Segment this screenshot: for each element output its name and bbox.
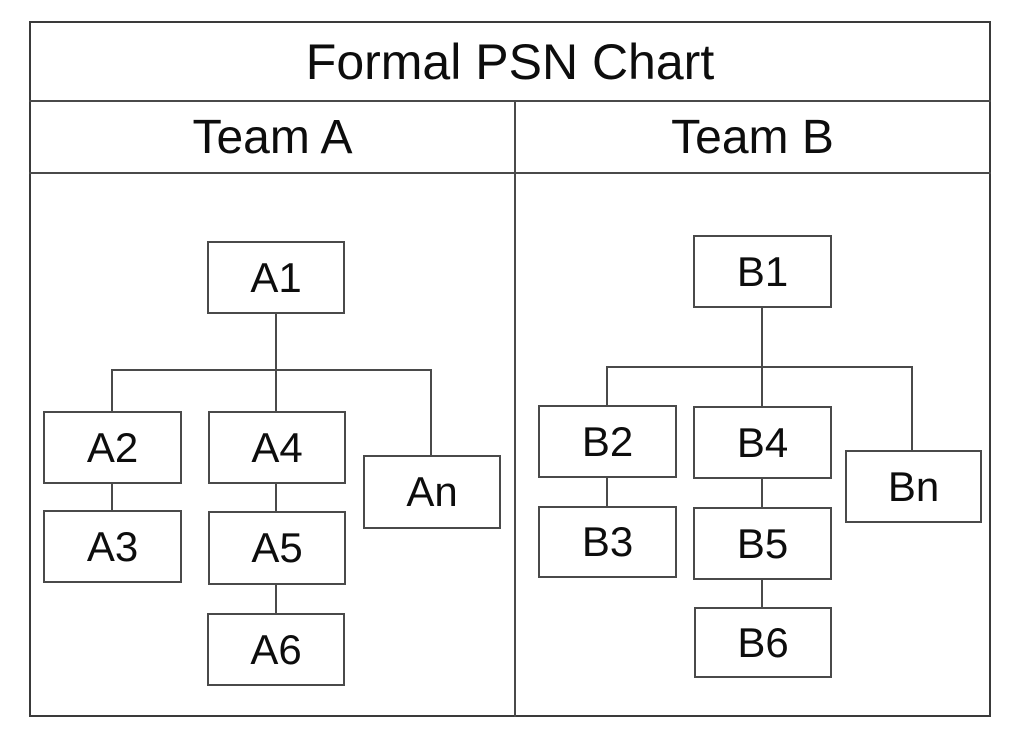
node-box-b3: B3 xyxy=(538,506,677,578)
connector-b-drop-to-b2 xyxy=(606,366,608,406)
node-box-a2: A2 xyxy=(43,411,182,484)
node-box-an: An xyxy=(363,455,501,529)
chart-title: Formal PSN Chart xyxy=(305,33,715,90)
node-box-a6: A6 xyxy=(207,613,345,686)
node-box-b5: B5 xyxy=(693,507,832,580)
node-box-a3: A3 xyxy=(43,510,182,583)
node-box-b4: B4 xyxy=(693,406,832,479)
node-box-a1: A1 xyxy=(207,241,345,314)
connector-a-drop-to-a2 xyxy=(111,369,113,412)
connector-b1-stem xyxy=(761,306,763,406)
title-row-divider xyxy=(29,100,991,102)
connector-a5-a6 xyxy=(275,584,277,614)
connector-b5-b6 xyxy=(761,579,763,608)
node-box-a5: A5 xyxy=(208,511,346,585)
header-row-divider xyxy=(29,172,991,174)
connector-a4-a5 xyxy=(275,483,277,512)
team-b-header: Team B xyxy=(671,110,834,164)
team-a-header: Team A xyxy=(192,110,353,164)
connector-b-drop-to-bn xyxy=(911,366,913,451)
connector-a1-stem xyxy=(275,312,277,412)
connector-a-drop-to-an xyxy=(430,369,432,456)
connector-b2-b3 xyxy=(606,477,608,507)
node-box-a4: A4 xyxy=(208,411,346,484)
node-box-b6: B6 xyxy=(694,607,832,678)
connector-a-horizontal xyxy=(111,369,432,371)
connector-a2-a3 xyxy=(111,483,113,511)
node-box-bn: Bn xyxy=(845,450,982,523)
connector-b4-b5 xyxy=(761,478,763,508)
node-box-b1: B1 xyxy=(693,235,832,308)
team-column-divider xyxy=(514,100,516,717)
node-box-b2: B2 xyxy=(538,405,677,478)
connector-b-horizontal xyxy=(606,366,913,368)
